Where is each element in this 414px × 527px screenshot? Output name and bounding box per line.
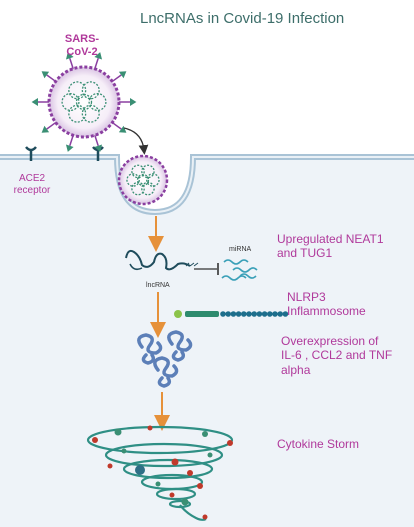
entry-arrow-icon	[123, 127, 149, 155]
cytokine-cluster-icon	[137, 333, 163, 365]
internalized-virus-icon	[117, 154, 169, 206]
virus-label-line2: CoV-2	[66, 45, 98, 58]
mirna-icon	[221, 259, 258, 281]
cell-interior	[0, 160, 414, 527]
receptor-label-line2: receptor	[13, 185, 51, 196]
cytokine-cluster-icon	[153, 356, 179, 388]
lncrna-icon	[125, 249, 199, 271]
step-cytokine-storm: Cytokine Storm	[277, 437, 360, 451]
inhibition-icon	[194, 263, 219, 275]
page-title: LncRNAs in Covid-19 Infection	[140, 10, 345, 27]
ace2-receptor-icon	[25, 146, 37, 161]
sars-cov-2-virus-icon	[31, 52, 137, 152]
step1-line2: and TUG1	[277, 246, 333, 261]
step3-line2: IL-6 , CCL2 and TNF	[281, 348, 393, 363]
step2-line2: Inflammosome	[287, 304, 366, 319]
mirna-label: miRNA	[229, 246, 252, 253]
step1-line1: Upregulated NEAT1	[277, 232, 384, 246]
virus-label: SARS-CoV-2	[52, 33, 112, 58]
virus-label-line1: SARS-	[64, 33, 100, 45]
receptor-label-line1: ACE2	[18, 173, 46, 184]
step2-line1: NLRP3	[287, 290, 326, 304]
step3-line1: Overexpression of	[281, 334, 379, 348]
cytokine-cluster-icon	[167, 330, 193, 362]
lncrna-label: lncRNA	[146, 282, 170, 289]
cytokine-storm-icon	[86, 425, 234, 521]
step3-line3: alpha	[281, 362, 311, 377]
nlrp3-inflammasome-icon	[174, 310, 289, 318]
ace2-receptor-icon	[92, 146, 104, 161]
